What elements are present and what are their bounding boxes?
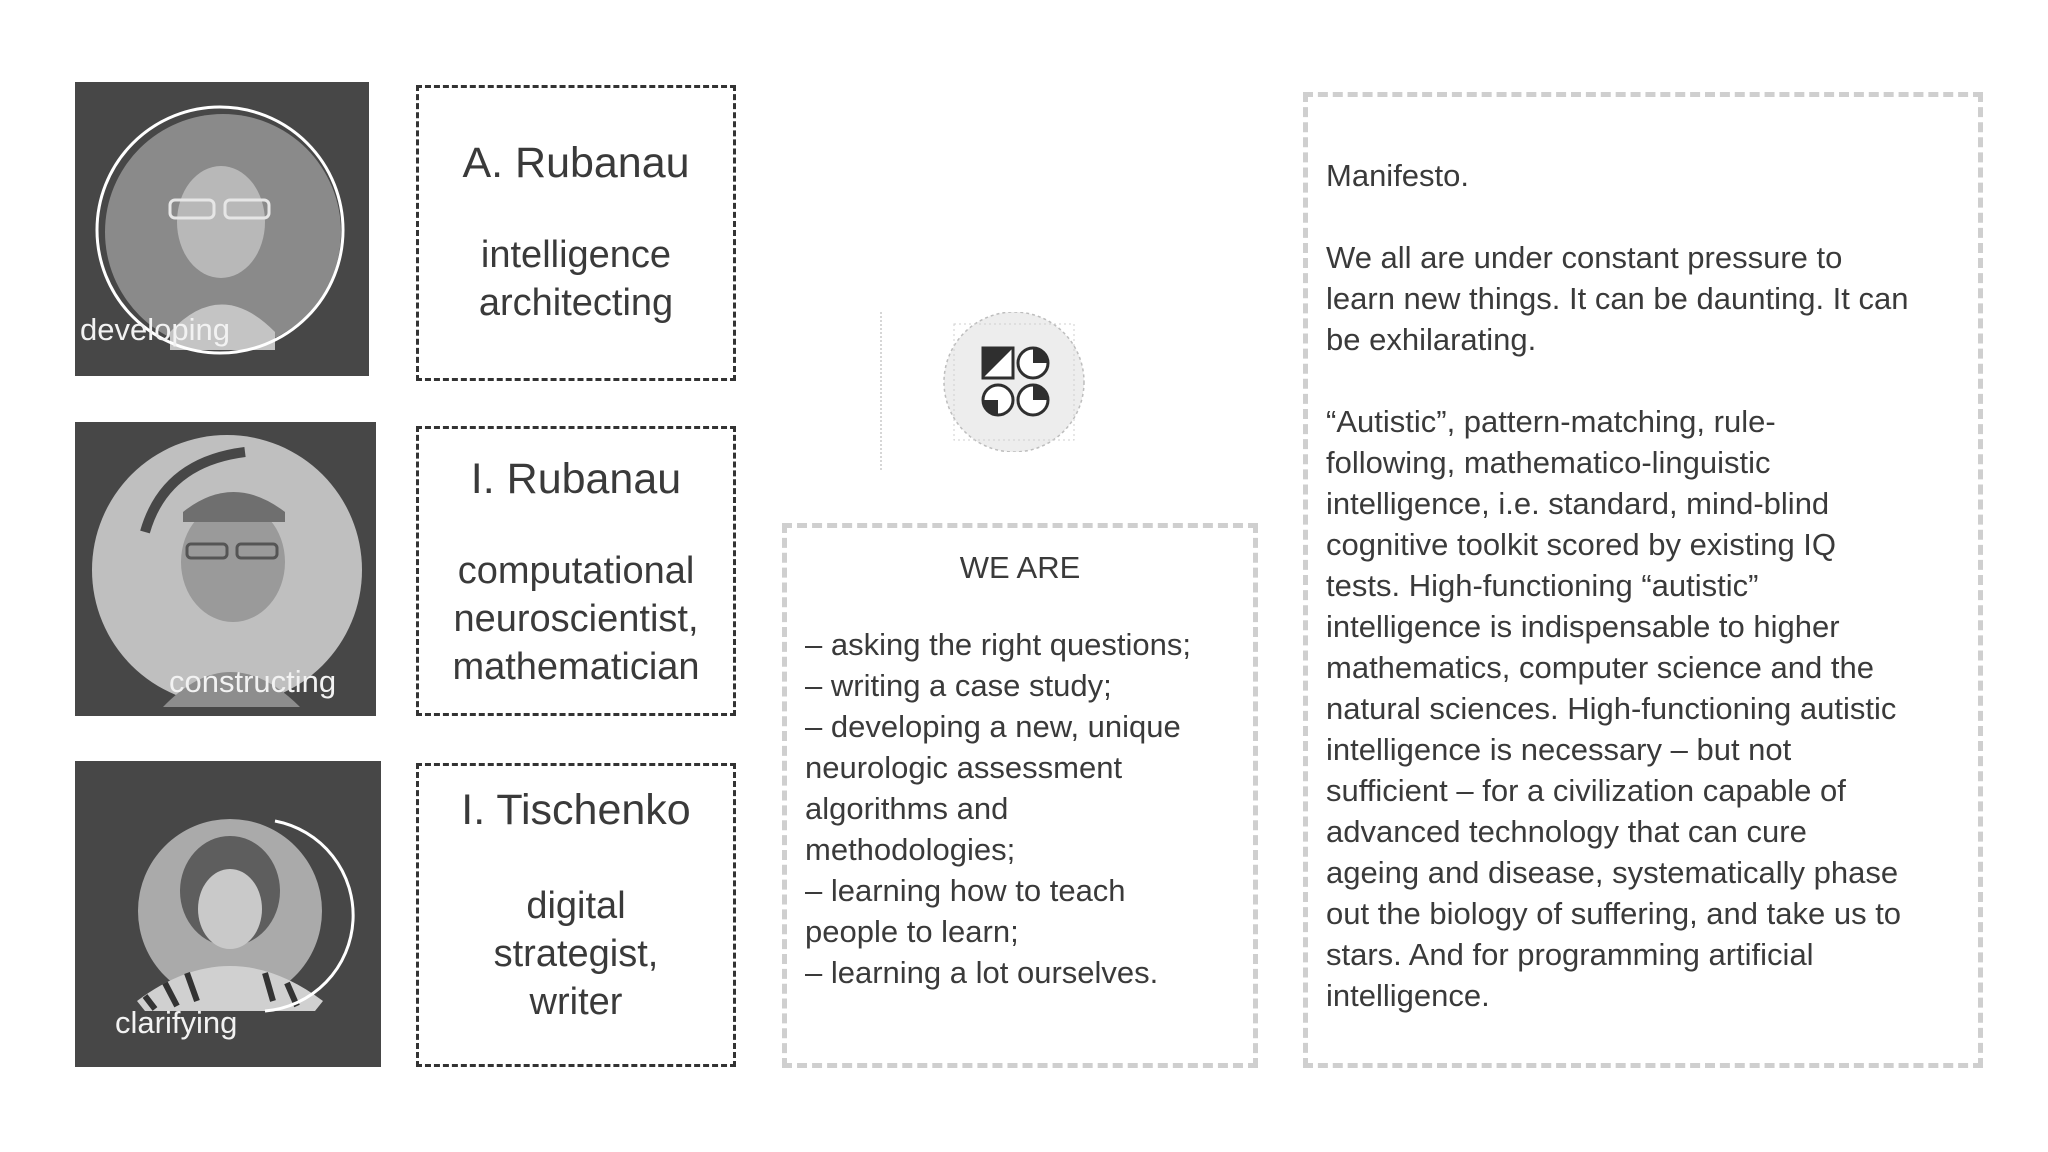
list-item: – learning how to teach	[805, 873, 1126, 908]
person-card-i-tischenko: I. Tischenko digital strategist, writer	[416, 763, 736, 1067]
we-are-box: WE ARE – asking the right questions; – w…	[782, 523, 1258, 1068]
logo	[940, 311, 1090, 453]
role-line: strategist,	[493, 933, 659, 976]
role-line: digital	[526, 885, 626, 928]
person-role: intelligence architecting	[419, 232, 733, 328]
manifesto-paragraph-1: We all are under constant pressure to le…	[1326, 240, 1909, 357]
we-are-list: – asking the right questions; – writing …	[805, 624, 1253, 993]
photo-i-rubanau: constructing	[75, 422, 376, 716]
photo-caption: clarifying	[115, 1005, 238, 1040]
role-line: mathematician	[452, 646, 700, 689]
list-item: – writing a case study;	[805, 668, 1112, 703]
manifesto-text: Manifesto. We all are under constant pre…	[1326, 155, 1960, 1016]
photo-i-tischenko: clarifying	[75, 761, 381, 1067]
we-are-title: WE ARE	[959, 550, 1081, 585]
list-item: – developing a new, unique	[805, 709, 1181, 744]
person-card-i-rubanau: I. Rubanau computational neuroscientist,…	[416, 426, 736, 716]
list-item: methodologies;	[805, 832, 1016, 867]
portrait-i-rubanau	[92, 435, 362, 707]
person-card-a-rubanau: A. Rubanau intelligence architecting	[416, 85, 736, 381]
person-name: I. Tischenko	[461, 786, 691, 834]
role-line: architecting	[478, 282, 674, 325]
person-role: digital strategist, writer	[419, 883, 733, 1027]
divider-line	[880, 312, 882, 470]
list-item: – asking the right questions;	[805, 627, 1192, 662]
photo-caption: constructing	[169, 664, 337, 699]
photo-caption: developing	[80, 312, 230, 347]
person-name: I. Rubanau	[470, 455, 682, 503]
role-line: writer	[529, 981, 623, 1024]
list-item: neurologic assessment	[805, 750, 1123, 785]
photo-a-rubanau: developing	[75, 82, 369, 376]
role-line: computational	[457, 550, 695, 593]
person-name: A. Rubanau	[462, 139, 690, 187]
manifesto-box: Manifesto. We all are under constant pre…	[1303, 92, 1983, 1068]
manifesto-title: Manifesto.	[1326, 158, 1470, 193]
manifesto-paragraph-2: “Autistic”, pattern-matching, rule- foll…	[1326, 404, 1902, 1013]
list-item: algorithms and	[805, 791, 1009, 826]
portrait-a-rubanau	[95, 105, 345, 355]
person-role: computational neuroscientist, mathematic…	[419, 548, 733, 692]
portrait-i-tischenko	[137, 819, 355, 1013]
list-item: people to learn;	[805, 914, 1019, 949]
role-line: intelligence	[480, 234, 672, 277]
role-line: neuroscientist,	[453, 598, 699, 641]
logo-icon	[943, 311, 1085, 453]
list-item: – learning a lot ourselves.	[805, 955, 1159, 990]
